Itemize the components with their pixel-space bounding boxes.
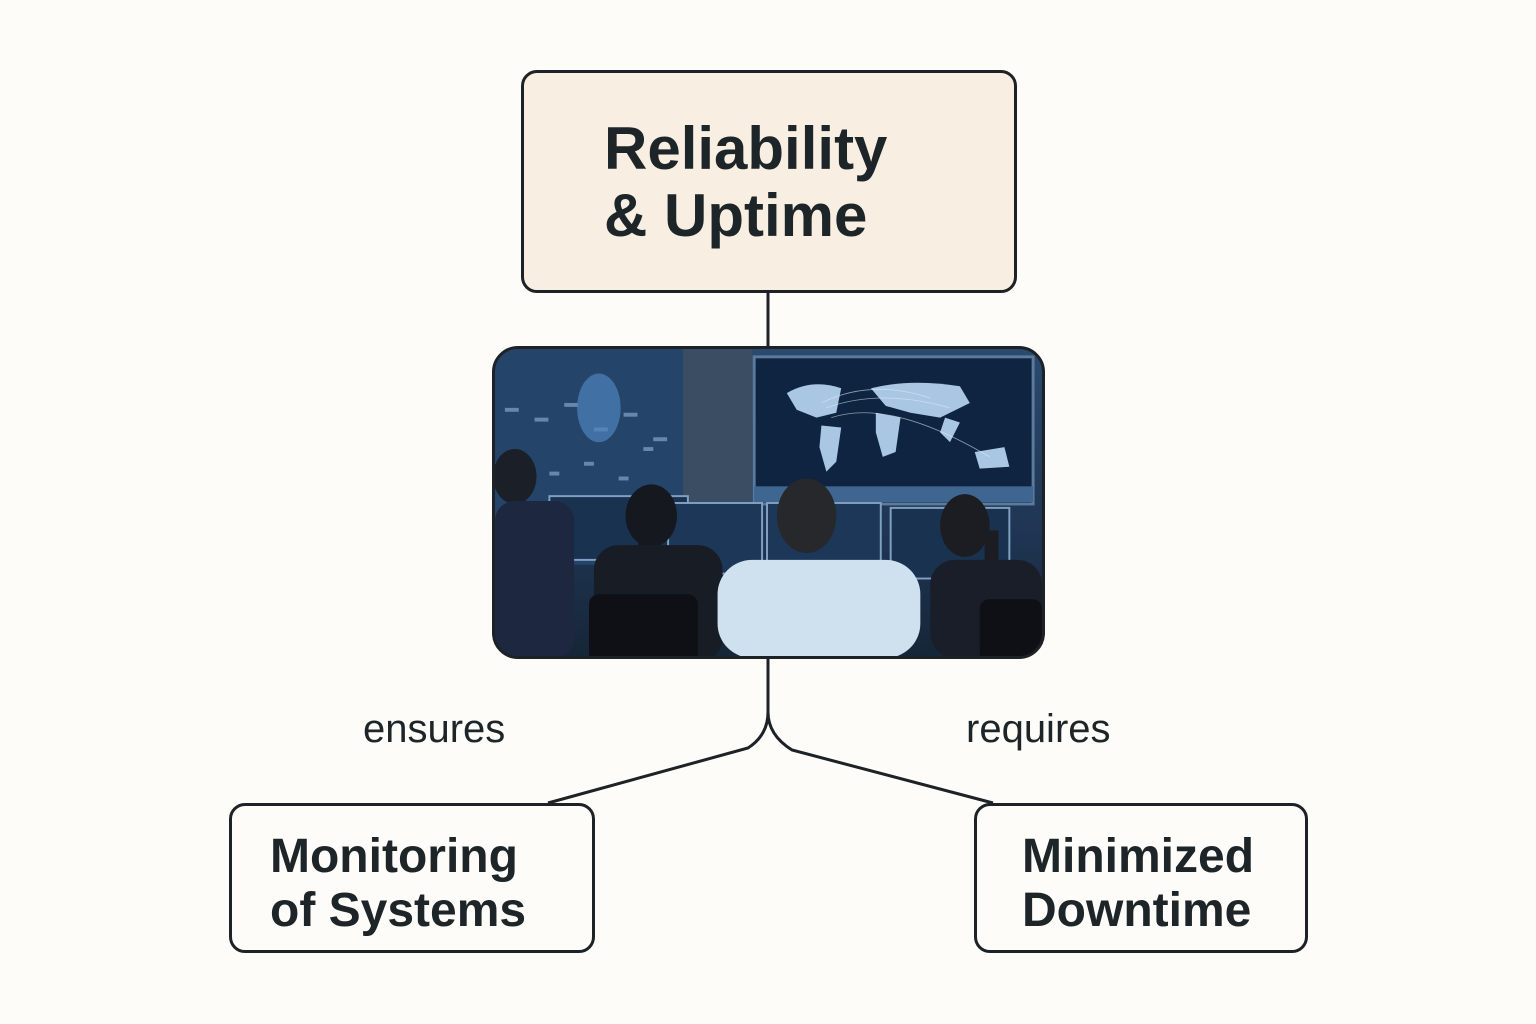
control-room-illustration <box>495 349 1042 656</box>
root-node-title-line2: & Uptime <box>604 182 868 250</box>
root-node-title-line1: Reliability <box>604 115 888 182</box>
world-map-continents <box>786 382 1010 472</box>
edge-label-ensures: ensures <box>363 707 506 751</box>
operator-3 <box>717 478 921 656</box>
branch-requires-connector <box>766 711 994 805</box>
edge-label-requires: requires <box>966 707 1111 751</box>
root-node-reliability-uptime: Reliability & Uptime <box>521 70 1017 293</box>
child-node-line1: Minimized <box>1022 830 1255 883</box>
wall-reflection <box>577 373 621 443</box>
chair-right <box>979 599 1042 656</box>
child-node-line1: Monitoring <box>270 830 518 883</box>
operator-1 <box>495 449 575 656</box>
child-node-monitoring-of-systems: Monitoring of Systems <box>229 803 595 953</box>
child-node-line2: Downtime <box>1022 883 1252 937</box>
branch-ensures-connector <box>547 711 770 805</box>
child-node-line2: of Systems <box>270 883 527 937</box>
map-connection-arcs <box>821 388 990 458</box>
control-room-photo <box>492 346 1045 659</box>
chair-left <box>588 594 698 656</box>
child-node-minimized-downtime: Minimized Downtime <box>974 803 1308 953</box>
